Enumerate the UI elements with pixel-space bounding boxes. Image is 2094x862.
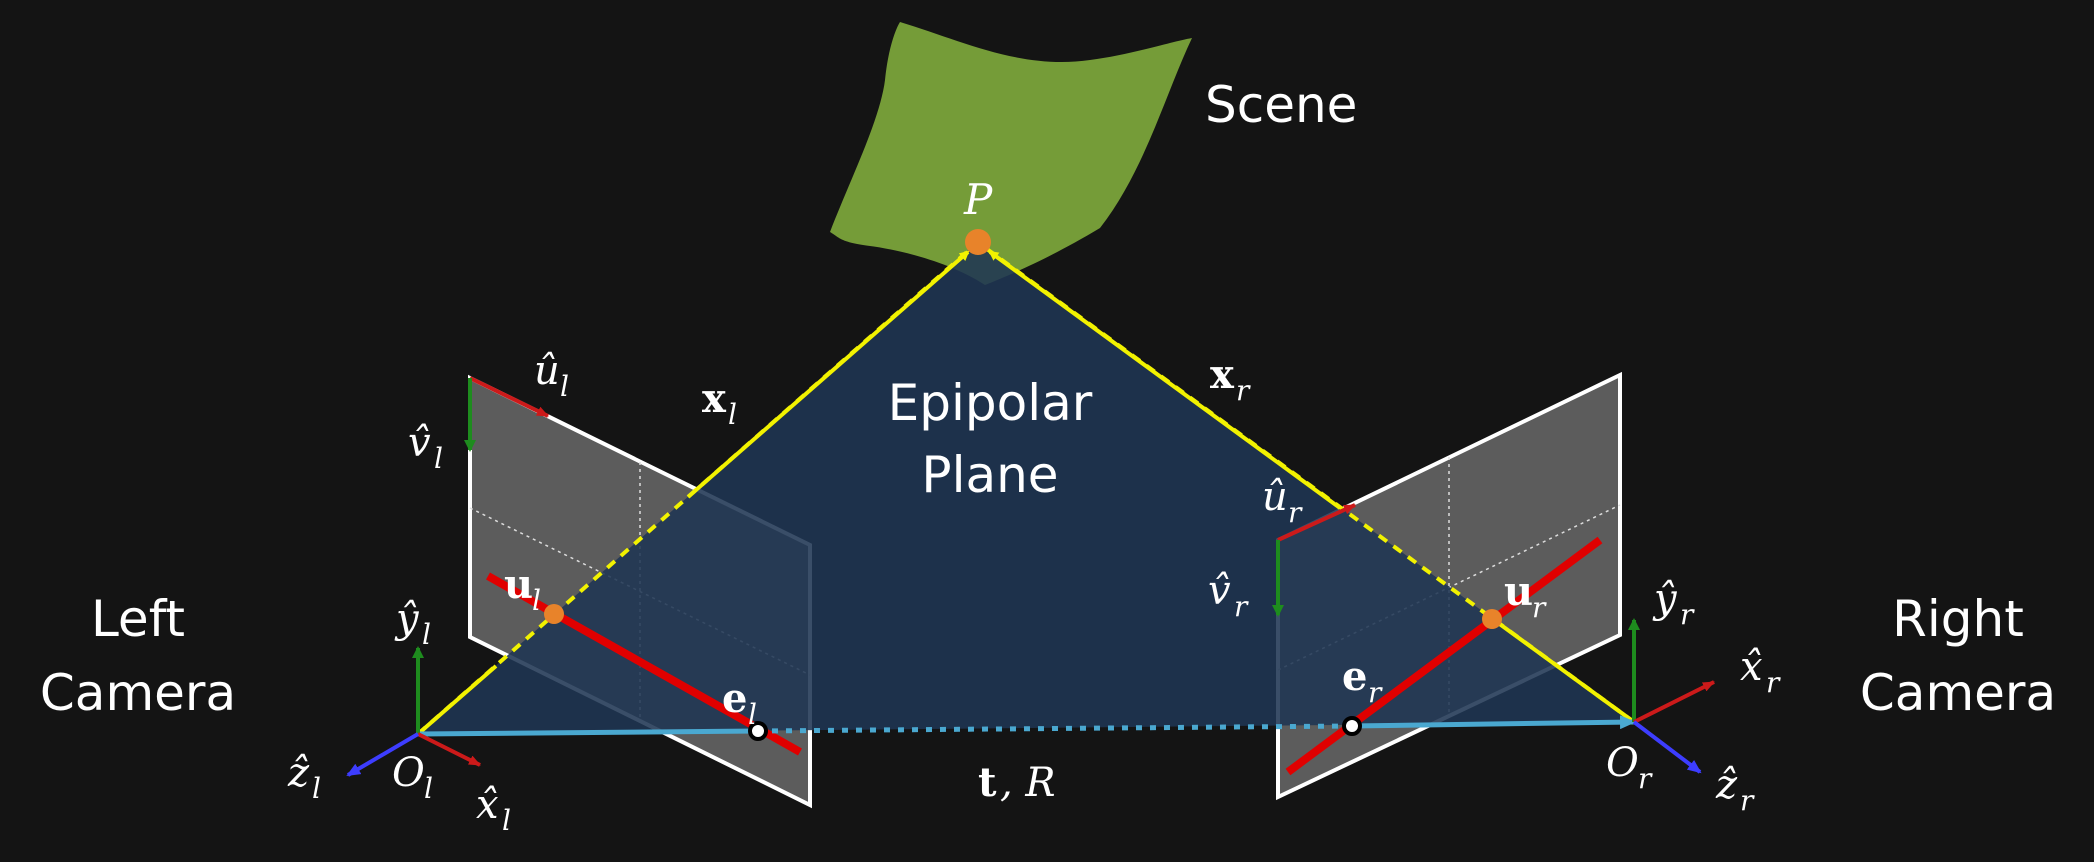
left-camera-label-1: Left (91, 590, 185, 648)
label-vhat-r: v̂ r (1208, 568, 1249, 623)
label-vhat-l: v̂ l (408, 420, 443, 475)
svg-text:x: x (702, 375, 727, 422)
right-camera-label-1: Right (1892, 590, 2024, 648)
left-ray-xl (416, 664, 498, 736)
svg-text:x̂: x̂ (1740, 644, 1763, 690)
right-ray-xr (1488, 615, 1636, 724)
point-u-l (544, 604, 564, 624)
left-u-axis-arrow (469, 376, 549, 418)
svg-text:û: û (534, 348, 560, 394)
baseline-dotted (757, 723, 1351, 734)
label-zhat-r: ẑ r (1715, 762, 1755, 817)
svg-text:ẑ: ẑ (287, 750, 310, 796)
svg-text:r: r (1234, 590, 1249, 623)
right-camera-label-2: Camera (1860, 664, 2056, 722)
label-P: P (963, 175, 993, 224)
baseline-solid-right (1349, 715, 1636, 730)
svg-text:r: r (1532, 591, 1547, 624)
scene-surface (830, 22, 1192, 285)
left-camera-label-2: Camera (40, 664, 236, 722)
svg-text:u: u (1504, 568, 1533, 615)
label-xhat-l: x̂ l (476, 782, 511, 837)
left-z-axis-arrow (346, 732, 420, 777)
svg-text:x: x (1210, 351, 1235, 398)
point-u-r (1482, 609, 1502, 629)
label-u-l: u l (504, 561, 541, 617)
point-e-r (1342, 716, 1362, 736)
svg-text:t: t (978, 759, 997, 806)
svg-text:û: û (1262, 474, 1288, 520)
right-u-axis-arrow (1277, 503, 1356, 542)
label-yhat-r: ŷ r (1652, 576, 1695, 631)
svg-text:r: r (1680, 598, 1695, 631)
label-x-r: x r (1210, 351, 1251, 407)
svg-text:l: l (422, 618, 431, 651)
epipolar-plane (418, 242, 1634, 734)
label-uhat-r: û r (1262, 474, 1303, 529)
svg-text:e: e (1342, 653, 1367, 700)
label-yhat-l: ŷ l (394, 596, 431, 651)
label-O-l: O l (392, 750, 433, 805)
svg-text:ẑ: ẑ (1715, 762, 1738, 808)
right-epipolar-line (1285, 536, 1603, 776)
svg-text:u: u (504, 561, 533, 608)
label-uhat-l: û l (534, 348, 569, 403)
left-epipolar-line (486, 572, 802, 756)
svg-text:v̂: v̂ (408, 420, 431, 466)
svg-text:, R: , R (1000, 760, 1056, 806)
label-zhat-l: ẑ l (287, 750, 321, 805)
svg-text:r: r (1288, 496, 1303, 529)
svg-text:l: l (748, 698, 757, 731)
label-t-R: t , R (978, 759, 1056, 806)
svg-text:l: l (728, 398, 737, 431)
point-P (965, 229, 991, 255)
svg-text:r: r (1638, 762, 1653, 795)
svg-text:r: r (1368, 676, 1383, 709)
svg-text:r: r (1740, 784, 1755, 817)
svg-text:l: l (424, 772, 433, 805)
label-x-l: x l (702, 375, 737, 431)
label-e-l: e l (722, 675, 757, 731)
label-e-r: e r (1342, 653, 1383, 709)
svg-text:l: l (560, 370, 569, 403)
baseline-solid-left (417, 728, 759, 737)
svg-text:l: l (312, 772, 321, 805)
svg-text:l: l (532, 584, 541, 617)
svg-text:r: r (1766, 666, 1781, 699)
svg-text:l: l (502, 804, 511, 837)
svg-text:O: O (392, 750, 425, 796)
left-ray-xl-upper (686, 250, 970, 499)
right-ray-xr-upper (988, 250, 1342, 510)
label-xhat-r: x̂ r (1740, 644, 1781, 699)
label-u-r: u r (1504, 568, 1547, 624)
point-e-l (748, 721, 768, 741)
svg-text:O: O (1606, 740, 1639, 786)
epipolar-plane-label-1: Epipolar (888, 374, 1093, 432)
label-O-r: O r (1606, 740, 1653, 795)
right-x-axis-arrow (1633, 680, 1715, 724)
svg-text:e: e (722, 675, 747, 722)
svg-text:x̂: x̂ (476, 782, 499, 828)
right-z-axis-arrow (1632, 720, 1702, 774)
svg-text:ŷ: ŷ (1652, 576, 1678, 622)
svg-text:ŷ: ŷ (394, 596, 420, 642)
scene-label: Scene (1205, 76, 1357, 134)
svg-text:r: r (1236, 374, 1251, 407)
epipolar-plane-label-2: Plane (921, 446, 1058, 504)
svg-text:l: l (434, 442, 443, 475)
left-x-axis-arrow (417, 732, 481, 767)
svg-text:v̂: v̂ (1208, 568, 1231, 614)
